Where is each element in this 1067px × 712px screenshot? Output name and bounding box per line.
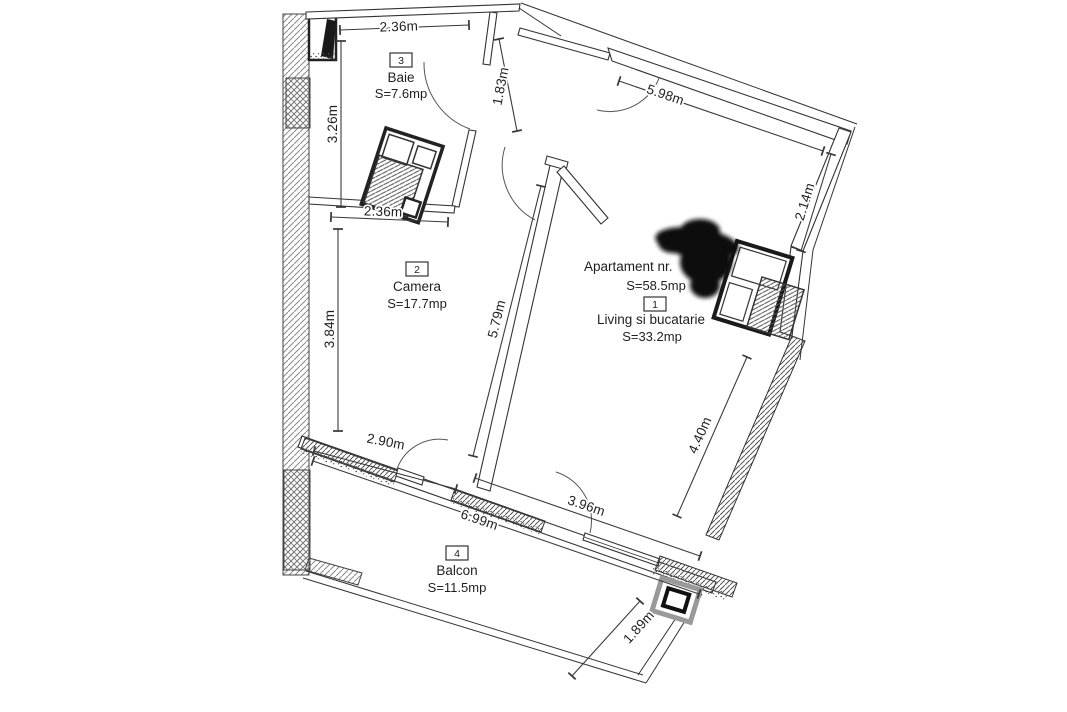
room-label-baie: 3 Baie S=7.6mp (373, 52, 429, 103)
dim-label-camera-left: 3.84m (322, 310, 337, 349)
dim-label-baie-top: 2.36m (379, 18, 418, 34)
room-number: 1 (652, 299, 658, 311)
room-area: S=33.2mp (622, 329, 682, 344)
redaction-blob (655, 219, 739, 298)
room-number: 4 (454, 548, 460, 560)
dim-label-living-bottom: 3.96m (566, 492, 607, 519)
entrance-and-top-wall (517, 2, 858, 145)
wall-crosshatch-block-upper (285, 77, 311, 129)
apartment-area: S=58.5mp (626, 278, 686, 293)
kitchen-hatched-block (745, 276, 806, 341)
dim-partition-wall (467, 183, 547, 459)
kitchen-fixture (711, 238, 806, 341)
room-area: S=17.7mp (387, 296, 447, 311)
room-number-box (389, 52, 413, 68)
dim-label-camera-top: 2.36m (364, 203, 403, 219)
dim-label-baie-left: 3.26m (325, 105, 340, 144)
room-number-box (445, 545, 469, 561)
right-lower-wall-hatched (705, 335, 806, 541)
bathroom-top-wall (305, 3, 521, 20)
dim-label-partition-wall: 5.79m (485, 298, 509, 339)
room-name: Living si bucatarie (597, 312, 705, 327)
bathroom-door-arc (423, 61, 471, 130)
room-label-living: 1 Living si bucatarie S=33.2mp (595, 296, 707, 346)
dim-living-right-upper (796, 151, 836, 254)
dim-balcon-top (310, 456, 702, 599)
living-top-wall (607, 47, 852, 145)
camera-door-arc (501, 146, 536, 221)
dim-label-camera-bottom: 2.90m (366, 431, 407, 453)
room-area: S=11.5mp (428, 580, 487, 595)
apartment-title: Apartament nr. (584, 259, 673, 274)
entrance-door-leaf (517, 27, 611, 61)
dimension-lines (310, 20, 836, 680)
room-name: Baie (387, 70, 414, 85)
dim-camera-top (329, 212, 450, 227)
room-name: Camera (393, 279, 442, 294)
dim-label-balcon-right: 1.89m (620, 608, 657, 647)
building-outline-top (520, 2, 858, 125)
room-label-camera: 2 Camera S=17.7mp (385, 261, 449, 313)
bathroom-right-wall-lower (451, 129, 477, 208)
room-number: 3 (398, 55, 404, 67)
bathroom-plumbing-fixture (359, 125, 446, 225)
top-left-shaft-fixture (307, 15, 338, 62)
dim-balcon-right (567, 597, 645, 680)
dimension-labels: 2.36m 3.26m 1.83m 5.98m 2.14m 2.36m 3.84… (320, 17, 819, 648)
dim-camera-bottom (311, 445, 459, 495)
dim-hall-entry (493, 37, 523, 133)
apartment-label: Apartament nr. S=58.5mp (582, 257, 687, 295)
room-number-box (643, 296, 667, 312)
dim-label-living-right-lower: 4.40m (685, 415, 714, 456)
camera-door-leaf (556, 165, 609, 225)
hall-top-wall (518, 7, 562, 37)
room-area: S=7.6mp (375, 86, 427, 101)
dim-baie-top (338, 20, 471, 35)
bathroom-right-wall-upper (482, 11, 498, 66)
room-name: Balcon (436, 563, 477, 578)
room-label-balcon: 4 Balcon S=11.5mp (426, 545, 488, 597)
room-number: 2 (414, 264, 420, 276)
left-exterior-wall (282, 13, 363, 586)
dim-living-top (616, 76, 826, 156)
room-number-box (405, 261, 429, 277)
bottom-wall (297, 435, 738, 600)
wall-crosshatch-block-lower (283, 469, 311, 571)
